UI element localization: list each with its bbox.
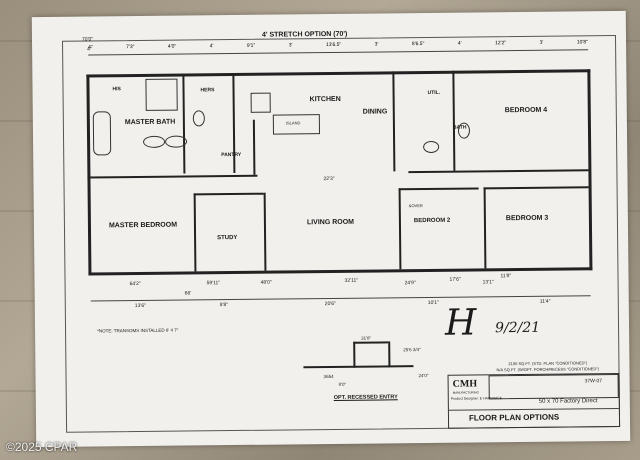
top-dim: 4'0" — [167, 43, 177, 50]
signature: H — [444, 302, 477, 344]
recessed-entry-label: OPT. RECESSED ENTRY — [333, 394, 398, 401]
overall-dim: 20'6" — [324, 300, 336, 308]
top-dim: 7'3" — [126, 44, 135, 51]
top-dim: 8'6.5" — [411, 41, 425, 48]
product-designer: Product Designer: E HARDWICK — [450, 396, 503, 401]
overall-dim: 10'1" — [427, 299, 439, 306]
bathtub — [92, 111, 112, 156]
entry-dim: 8'0" — [338, 381, 347, 387]
sqft-option: N/A SQ.FT. (W/OPT. PORCH/RECESS "CONDITI… — [496, 366, 600, 373]
room-util: UTIL. — [427, 89, 441, 96]
company-logo: CMH — [452, 378, 478, 390]
room-kitchen: KITCHEN — [309, 95, 341, 104]
room-master-bedroom: MASTER BEDROOM — [108, 221, 178, 230]
corridor-dim: 22'3" — [323, 175, 335, 183]
bottom-dim: 59'11" — [206, 280, 221, 287]
sheet-title: FLOOR PLAN OPTIONS — [468, 412, 560, 423]
room-island: ISLAND — [285, 120, 301, 126]
left-dim-total: 70'0" — [81, 36, 94, 43]
bottom-dim: 64'2" — [129, 280, 141, 288]
room-bedroom-4: BEDROOM 4 — [504, 106, 548, 115]
model-no: 37W-07 — [584, 378, 603, 385]
title-block: CMH MANUFACTURING 2100 SQ.FT. (STD. PLAN… — [447, 360, 621, 429]
entry-dim: 25'6 3/4" — [403, 347, 421, 353]
room-pantry: PANTRY — [221, 151, 242, 159]
top-dim: 3' — [288, 42, 293, 49]
room-bath: BATH — [452, 124, 467, 131]
toilet — [192, 110, 205, 127]
room-master-bath: MASTER BATH — [124, 118, 176, 127]
floor-plan-sheet: 4' STRETCH OPTION (70') 70'0" 4" 4" 7'3"… — [31, 10, 631, 448]
entry-dim: 31'8" — [361, 335, 372, 341]
listing-watermark: ©2025 CPAR — [6, 440, 78, 454]
recessed-entry-detail: 31'8" 25'6 3/4" 3654 8'0" 24'0" — [303, 335, 434, 391]
transom-note: *NOTE: TRANSOMS INSTALLED 8' 4 7" — [97, 327, 179, 334]
room-study: STUDY — [217, 234, 238, 242]
bottom-dim: 17'6" — [449, 276, 461, 283]
entry-dim: 24'0" — [418, 372, 429, 379]
range — [250, 92, 271, 113]
top-dim: 4" — [88, 44, 93, 51]
bottom-dim: 13'1" — [482, 279, 494, 286]
entry-dim: 3654 — [323, 373, 334, 380]
bottom-dim: 48'0" — [260, 279, 272, 286]
plan-header: 4' STRETCH OPTION (70') — [261, 30, 348, 39]
model-name: 50 x 70 Factory Direct — [538, 398, 598, 405]
top-dim: 10'8" — [576, 39, 588, 46]
room-bedroom-2: BEDROOM 2 — [413, 217, 451, 225]
top-dim: 12'2" — [495, 40, 507, 47]
room-his: HIS — [112, 86, 121, 93]
bottom-dim: 32'11" — [344, 277, 359, 284]
top-dim: 3' — [539, 39, 544, 46]
top-dim: 4' — [457, 40, 462, 47]
room-dining: DINING — [362, 108, 388, 116]
room-mover: &OVER — [408, 203, 423, 209]
overall-dim: 13'6" — [134, 302, 146, 310]
company-sub: MANUFACTURING — [452, 390, 479, 395]
sqft-standard: 2100 SQ.FT. (STD. PLAN "CONDITIONED") — [508, 360, 588, 367]
top-dim: 4' — [209, 43, 214, 50]
overall-dim: 11'4" — [539, 298, 551, 305]
bottom-dim: 66' — [184, 290, 192, 297]
shower — [145, 78, 178, 111]
signature-date: 9/2/21 — [494, 319, 541, 337]
room-bedroom-3: BEDROOM 3 — [505, 214, 549, 223]
bottom-dim: 11'8" — [500, 273, 512, 280]
top-dim: 13'6.5" — [325, 41, 342, 49]
top-dim: 9'1" — [246, 42, 256, 49]
room-hers: HERS — [200, 87, 215, 94]
bottom-dim: 24'9" — [404, 280, 416, 287]
room-living: LIVING ROOM — [306, 218, 355, 227]
top-dim: 3' — [374, 41, 379, 48]
overall-dim: 8'8" — [219, 302, 229, 309]
